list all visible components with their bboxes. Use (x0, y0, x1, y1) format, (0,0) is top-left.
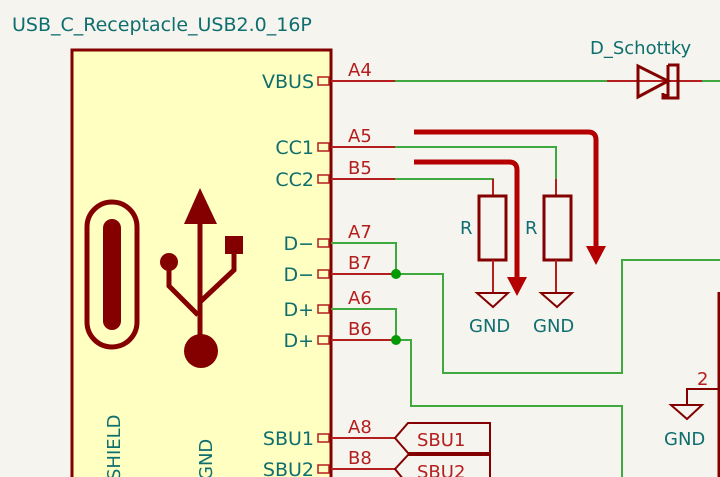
resistor-2-label: R (525, 218, 538, 239)
pin-connector-icon (317, 174, 330, 184)
wire-dminus (396, 259, 720, 374)
gnd-symbol-3[interactable]: GND 2 (664, 369, 718, 450)
pin-number: A5 (348, 126, 372, 147)
pin-connector-icon (317, 76, 330, 86)
gnd-pin-label: GND (196, 439, 217, 477)
resistor-1-label: R (460, 218, 473, 239)
pin-name: SBU1 (263, 428, 314, 450)
wire-dplus (396, 339, 623, 477)
pin-b7[interactable]: D− B7 (283, 253, 395, 286)
junction-dplus (391, 335, 401, 345)
wire-dplus-a6 (331, 308, 397, 340)
pin-number: B6 (348, 319, 372, 340)
pin-b5[interactable]: CC2 B5 (275, 158, 395, 191)
pin-a4[interactable]: VBUS A4 (262, 60, 395, 93)
gnd-symbol-1[interactable]: GND (469, 292, 511, 337)
pin-b6[interactable]: D+ B6 (283, 319, 395, 352)
svg-text:SBU2: SBU2 (417, 462, 465, 477)
annotation-arrows (414, 129, 606, 296)
pin-name: CC1 (275, 137, 314, 159)
pin-number: A7 (348, 222, 372, 243)
resistor-1[interactable]: R (460, 179, 508, 293)
pin-connector-icon (317, 238, 330, 248)
pin-name: D+ (283, 299, 314, 321)
pin-name: VBUS (262, 71, 314, 93)
pin-name: D− (283, 233, 314, 255)
usb-c-connector-icon (84, 199, 140, 350)
wires (331, 80, 720, 477)
svg-text:SBU1: SBU1 (417, 430, 465, 451)
pin-number: B7 (348, 253, 372, 274)
pin-number: B5 (348, 158, 372, 179)
pin-number: B8 (348, 448, 372, 469)
usb-trident-icon (160, 188, 243, 368)
pin-connector-icon (317, 304, 330, 314)
pin-a5[interactable]: CC1 A5 (275, 126, 395, 159)
other-pin-number: 2 (697, 369, 708, 390)
wire-cc1 (395, 146, 557, 180)
component-name: USB_C_Receptacle_USB2.0_16P (12, 14, 312, 36)
net-label-sbu2[interactable]: SBU2 (393, 454, 491, 477)
pin-number: A4 (348, 60, 372, 81)
pin-name: D− (283, 264, 314, 286)
pin-connector-icon (317, 269, 330, 279)
wire-cc2 (395, 178, 494, 180)
pin-name: CC2 (275, 169, 314, 191)
gnd-2-label: GND (533, 316, 574, 337)
gnd-symbol-2[interactable]: GND (533, 292, 575, 337)
wire-dminus-a7 (331, 242, 397, 274)
pin-name: SBU2 (263, 459, 314, 477)
arrow-cc1-icon (414, 129, 599, 250)
arrow-cc2-icon (414, 159, 520, 281)
pin-b8[interactable]: SBU2 B8 (263, 448, 395, 477)
pin-number: A8 (348, 417, 372, 438)
junction-dminus (391, 269, 401, 279)
pin-number: A6 (348, 288, 372, 309)
pin-connector-icon (317, 335, 330, 345)
shield-pin-label: SHIELD (104, 414, 125, 477)
diode-name: D_Schottky (590, 38, 692, 59)
resistor-2[interactable]: R (525, 179, 573, 293)
pin-a8[interactable]: SBU1 A8 (263, 417, 395, 450)
net-label-sbu1[interactable]: SBU1 (393, 422, 491, 454)
pin-connector-icon (317, 433, 330, 443)
pin-connector-icon (317, 464, 330, 474)
gnd-3-label: GND (664, 429, 705, 450)
pin-connector-icon (317, 142, 330, 152)
gnd-1-label: GND (469, 316, 510, 337)
schottky-diode[interactable]: D_Schottky (590, 38, 702, 100)
pin-name: D+ (283, 330, 314, 352)
